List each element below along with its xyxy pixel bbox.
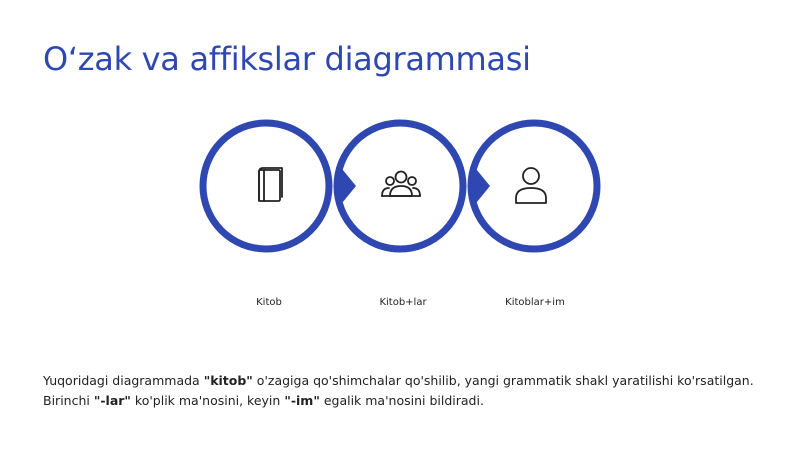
arrow-icon bbox=[472, 164, 490, 208]
description-text: ko'plik ma'nosini, keyin bbox=[130, 393, 285, 408]
possessive-suffix: "-im" bbox=[284, 393, 320, 408]
description-paragraph: Yuqoridagi diagrammada "kitob" o'zagiga … bbox=[43, 371, 758, 411]
root-word: "kitob" bbox=[203, 373, 253, 388]
node-circle-root bbox=[199, 119, 333, 253]
user-icon bbox=[515, 167, 547, 204]
description-text: egalik ma'nosini bildiradi. bbox=[319, 393, 484, 408]
users-group-icon bbox=[381, 170, 421, 197]
book-icon bbox=[258, 167, 283, 202]
description-text: Yuqoridagi diagrammada bbox=[43, 373, 204, 388]
node-label-root: Kitob bbox=[256, 297, 282, 308]
node-circle-possessive bbox=[467, 119, 601, 253]
page-title: O‘zak va affikslar diagrammasi bbox=[43, 40, 531, 78]
plural-suffix: "-lar" bbox=[93, 393, 131, 408]
node-label-possessive: Kitoblar+im bbox=[505, 297, 565, 308]
node-circle-plural bbox=[333, 119, 467, 253]
description-text: o'zagiga qo'shimchalar qo'shilib, yangi … bbox=[43, 373, 754, 408]
arrow-icon bbox=[338, 164, 356, 208]
node-label-plural: Kitob+lar bbox=[379, 297, 427, 308]
